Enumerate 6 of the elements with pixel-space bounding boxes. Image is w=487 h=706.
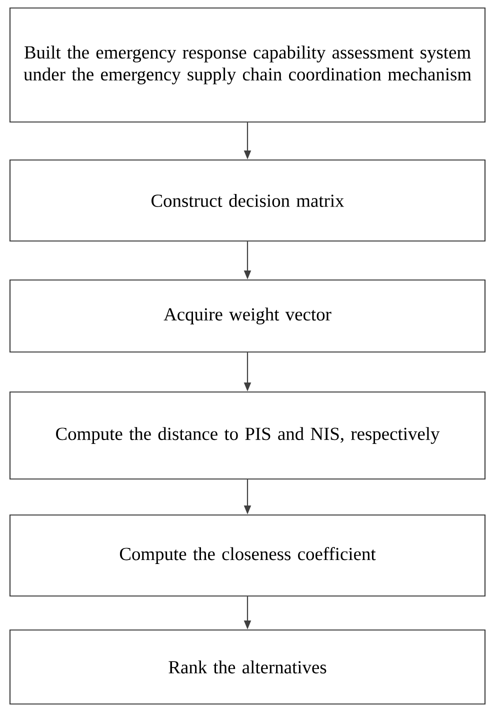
process-box: Built the emergency response capability assessment system under the emergency supply chain coordination mechanism (9, 7, 486, 123)
process-box: Acquire weight vector (9, 279, 486, 353)
process-box: Rank the alternatives (9, 629, 486, 705)
process-box: Compute the closeness coefficient (9, 514, 486, 597)
process-box: Compute the distance to PIS and NIS, respectively (9, 391, 486, 480)
process-box: Construct decision matrix (9, 159, 486, 242)
